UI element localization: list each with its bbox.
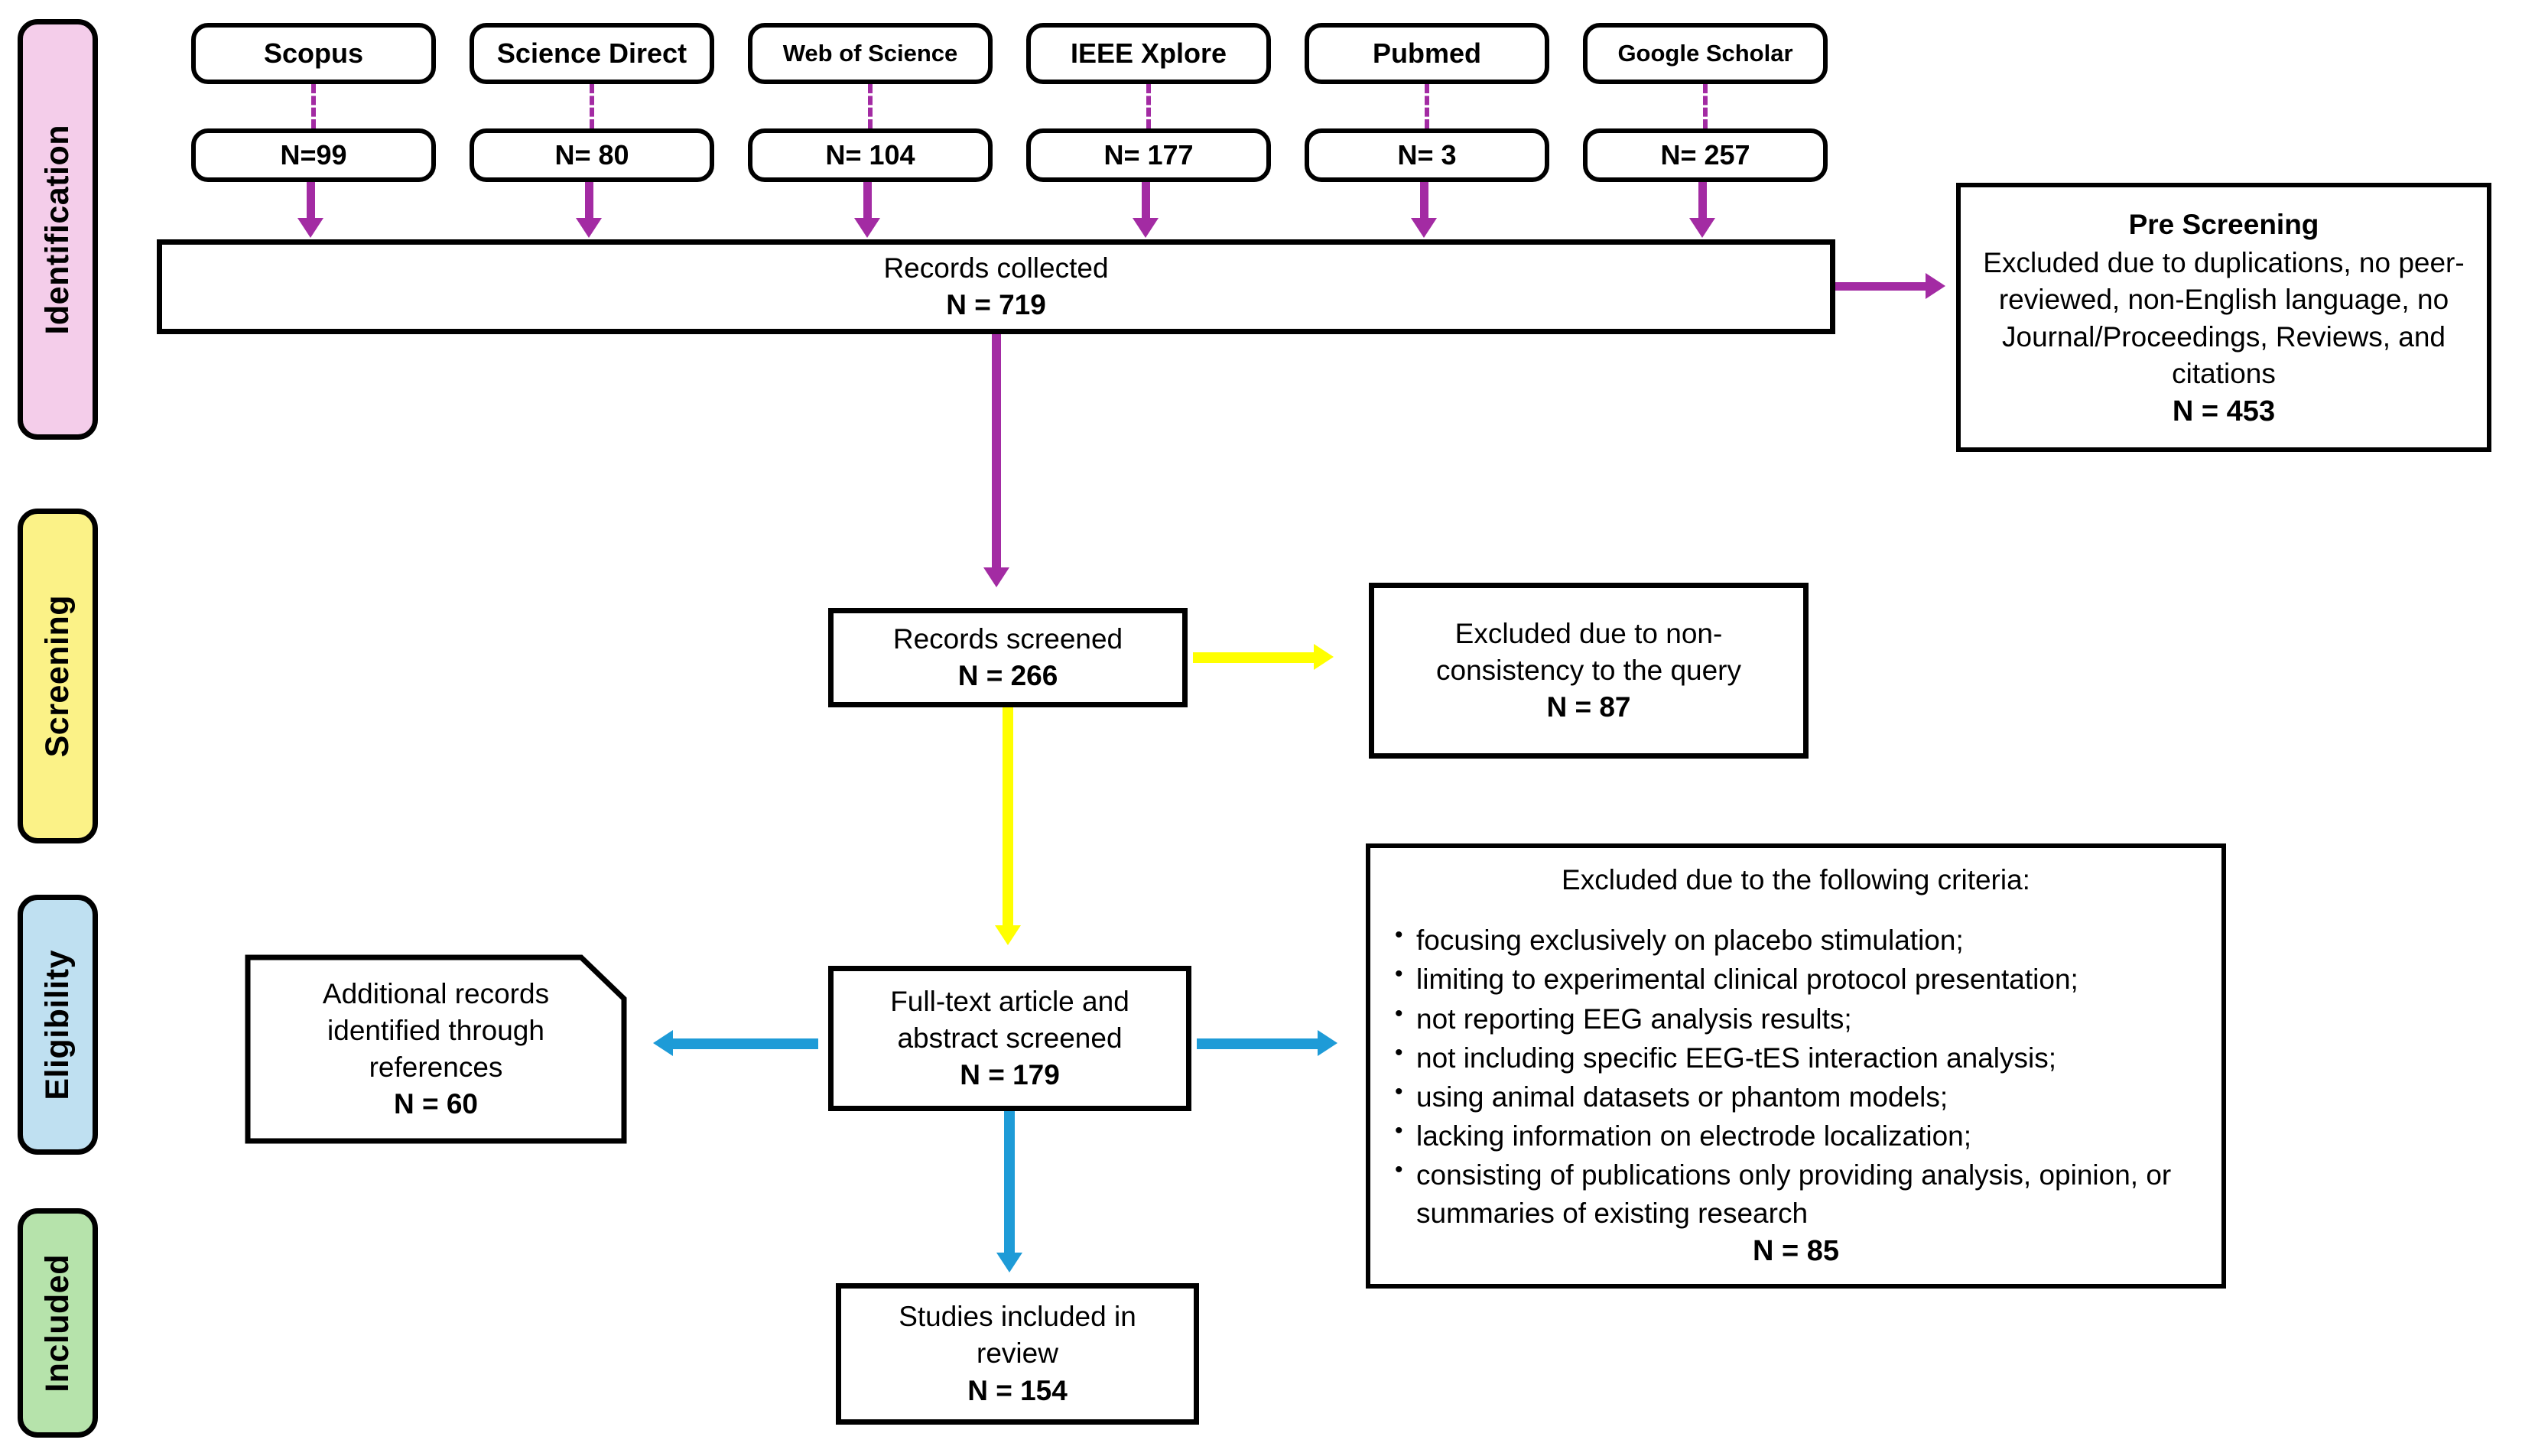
source-box-ieee-xplore: IEEE Xplore bbox=[1026, 23, 1271, 84]
stage-label-eligibility: Eligibility bbox=[39, 949, 76, 1100]
stage-label-identification: Identification bbox=[39, 124, 76, 335]
stage-identification: Identification bbox=[18, 19, 98, 440]
count-box-ieee-xplore: N= 177 bbox=[1026, 128, 1271, 182]
records-collected-title: Records collected bbox=[883, 252, 1109, 284]
count-value-ieee-xplore: N= 177 bbox=[1103, 139, 1194, 171]
dashed-connector-web-of-science bbox=[868, 84, 873, 128]
arrow-line-screened-to-fulltext bbox=[1003, 707, 1013, 929]
source-box-science-direct: Science Direct bbox=[470, 23, 714, 84]
count-box-web-of-science: N= 104 bbox=[748, 128, 993, 182]
arrow-head-ieee-xplore-to-collected bbox=[1133, 218, 1159, 238]
source-name-web-of-science: Web of Science bbox=[782, 40, 958, 67]
arrow-head-scopus-to-collected bbox=[297, 218, 323, 238]
arrow-head-google-scholar-to-collected bbox=[1689, 218, 1715, 238]
records-screened-title: Records screened bbox=[892, 622, 1123, 655]
excluded-criteria-box: Excluded due to the following criteria: … bbox=[1366, 843, 2226, 1289]
additional-records-count: N = 60 bbox=[393, 1088, 479, 1120]
criteria-item: not reporting EEG analysis results; bbox=[1395, 998, 2202, 1038]
arrow-line-pubmed-to-collected bbox=[1420, 182, 1428, 222]
dashed-connector-pubmed bbox=[1425, 84, 1429, 128]
source-name-science-direct: Science Direct bbox=[496, 37, 687, 69]
source-box-web-of-science: Web of Science bbox=[748, 23, 993, 84]
criteria-item: focusing exclusively on placebo stimulat… bbox=[1395, 920, 2202, 959]
records-screened-box: Records screened N = 266 bbox=[828, 608, 1188, 707]
arrow-line-science-direct-to-collected bbox=[585, 182, 593, 222]
arrow-head-science-direct-to-collected bbox=[576, 218, 602, 238]
source-name-ieee-xplore: IEEE Xplore bbox=[1070, 37, 1227, 69]
studies-included-title: Studies included in review bbox=[899, 1301, 1136, 1370]
count-box-science-direct: N= 80 bbox=[470, 128, 714, 182]
source-name-pubmed: Pubmed bbox=[1372, 37, 1481, 69]
arrow-head-fulltext-to-additional bbox=[653, 1030, 673, 1056]
records-collected-box: Records collected N = 719 bbox=[157, 239, 1835, 334]
arrow-line-fulltext-to-criteria bbox=[1197, 1038, 1323, 1049]
criteria-item: lacking information on electrode localiz… bbox=[1395, 1116, 2202, 1155]
stage-label-included: Included bbox=[39, 1253, 76, 1393]
excluded-non-consistency-box: Excluded due to non-consistency to the q… bbox=[1369, 583, 1809, 759]
count-value-scopus: N=99 bbox=[280, 139, 347, 171]
count-box-scopus: N=99 bbox=[191, 128, 436, 182]
arrow-line-fulltext-to-additional bbox=[673, 1038, 818, 1049]
additional-records-box: Additional records identified through re… bbox=[245, 954, 627, 1144]
count-box-google-scholar: N= 257 bbox=[1583, 128, 1828, 182]
stage-eligibility: Eligibility bbox=[18, 895, 98, 1155]
arrow-head-screened-to-fulltext bbox=[995, 925, 1021, 945]
excluded-non-consistency-count: N = 87 bbox=[1546, 691, 1631, 723]
source-box-google-scholar: Google Scholar bbox=[1583, 23, 1828, 84]
arrow-line-collected-to-prescreening bbox=[1835, 282, 1931, 291]
studies-included-count: N = 154 bbox=[967, 1374, 1068, 1406]
arrow-head-pubmed-to-collected bbox=[1411, 218, 1437, 238]
criteria-item: not including specific EEG-tES interacti… bbox=[1395, 1038, 2202, 1077]
count-value-pubmed: N= 3 bbox=[1397, 139, 1457, 171]
arrow-head-collected-to-screened bbox=[983, 567, 1009, 587]
arrow-line-ieee-xplore-to-collected bbox=[1142, 182, 1150, 222]
pre-screening-count: N = 453 bbox=[2172, 395, 2276, 427]
count-value-web-of-science: N= 104 bbox=[825, 139, 915, 171]
additional-records-title: Additional records identified through re… bbox=[322, 977, 550, 1083]
arrow-head-collected-to-prescreening bbox=[1926, 273, 1945, 299]
source-name-google-scholar: Google Scholar bbox=[1617, 40, 1793, 67]
source-box-pubmed: Pubmed bbox=[1305, 23, 1549, 84]
excluded-non-consistency-title: Excluded due to non-consistency to the q… bbox=[1436, 617, 1741, 686]
criteria-item: using animal datasets or phantom models; bbox=[1395, 1077, 2202, 1116]
stage-screening: Screening bbox=[18, 509, 98, 843]
count-box-pubmed: N= 3 bbox=[1305, 128, 1549, 182]
arrow-line-fulltext-to-included bbox=[1004, 1111, 1015, 1256]
full-text-box: Full-text article and abstract screened … bbox=[828, 966, 1191, 1111]
additional-records-shape bbox=[245, 954, 627, 1144]
arrow-line-scopus-to-collected bbox=[307, 182, 315, 222]
criteria-item: consisting of publications only providin… bbox=[1395, 1155, 2202, 1231]
dashed-connector-science-direct bbox=[590, 84, 594, 128]
arrow-head-fulltext-to-included bbox=[996, 1253, 1022, 1272]
source-box-scopus: Scopus bbox=[191, 23, 436, 84]
excluded-criteria-title: Excluded due to the following criteria: bbox=[1562, 864, 2030, 895]
full-text-count: N = 179 bbox=[960, 1059, 1060, 1091]
dashed-connector-scopus bbox=[311, 84, 316, 128]
arrow-head-fulltext-to-criteria bbox=[1318, 1030, 1337, 1056]
records-screened-count: N = 266 bbox=[957, 660, 1058, 691]
count-value-google-scholar: N= 257 bbox=[1660, 139, 1750, 171]
records-collected-count: N = 719 bbox=[946, 289, 1046, 320]
count-value-science-direct: N= 80 bbox=[554, 139, 629, 171]
arrow-line-screened-to-excluded bbox=[1193, 652, 1319, 663]
dashed-connector-google-scholar bbox=[1703, 84, 1708, 128]
stage-label-screening: Screening bbox=[39, 594, 76, 758]
arrow-line-web-of-science-to-collected bbox=[863, 182, 872, 222]
stage-included: Included bbox=[18, 1208, 98, 1438]
excluded-criteria-list: focusing exclusively on placebo stimulat… bbox=[1390, 920, 2202, 1232]
arrow-line-google-scholar-to-collected bbox=[1698, 182, 1707, 222]
criteria-item: limiting to experimental clinical protoc… bbox=[1395, 959, 2202, 998]
source-name-scopus: Scopus bbox=[263, 37, 364, 69]
excluded-criteria-count: N = 85 bbox=[1752, 1234, 1840, 1267]
arrow-head-screened-to-excluded bbox=[1314, 644, 1334, 670]
arrow-head-web-of-science-to-collected bbox=[854, 218, 880, 238]
arrow-line-collected-to-screened bbox=[992, 334, 1001, 571]
studies-included-box: Studies included in review N = 154 bbox=[836, 1283, 1199, 1425]
pre-screening-body: Excluded due to duplications, no peer-re… bbox=[1983, 247, 2465, 389]
dashed-connector-ieee-xplore bbox=[1146, 84, 1151, 128]
pre-screening-title: Pre Screening bbox=[2128, 209, 2319, 241]
pre-screening-box: Pre Screening Excluded due to duplicatio… bbox=[1956, 183, 2491, 452]
full-text-title: Full-text article and abstract screened bbox=[890, 985, 1129, 1054]
